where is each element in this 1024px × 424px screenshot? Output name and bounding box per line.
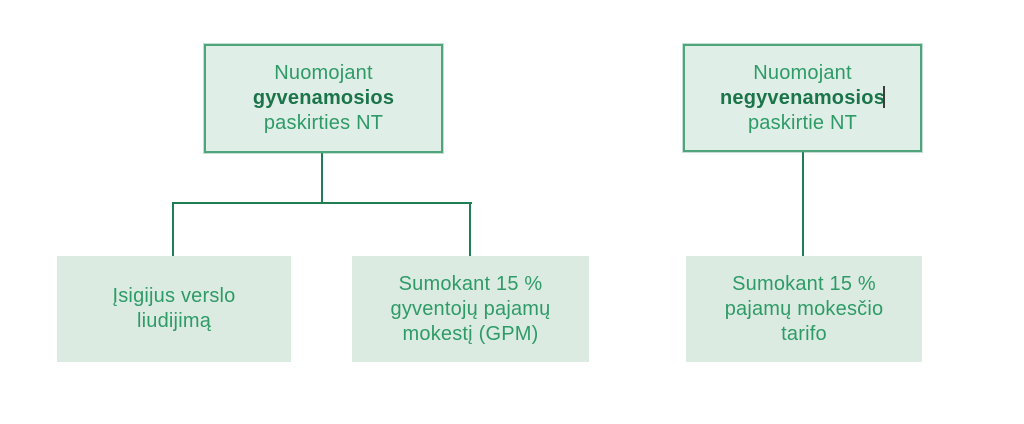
text-cursor [883,85,886,108]
node-text-line: liudijimą [136,310,212,332]
node-text: Sumokant 15 % gyventojų pajamų mokestį (… [352,272,589,347]
node-text: Sumokant 15 % pajamų mokesčio tarifo [686,272,922,347]
node-text: Nuomojant gyvenamosios paskirties NT [206,61,441,136]
node-text-line: pajamų mokesčio [724,297,884,320]
node-sumokant-gpm[interactable]: Sumokant 15 % gyventojų pajamų mokestį (… [352,256,589,362]
node-nuomojant-negyvenamosios[interactable]: Nuomojant negyvenamosios paskirtie NT [683,44,922,152]
node-text-line: Įsigijus verslo [112,285,236,307]
node-text-line: Nuomojant [753,61,852,84]
node-text-line: Sumokant 15 % [398,272,543,295]
connector-left-drop-1 [172,202,174,256]
connector-left-horizontal [172,202,472,204]
node-text-line: paskirtie NT [747,111,858,134]
node-isigijus-verslo-liudijima[interactable]: Įsigijus verslo liudijimą [57,256,291,362]
node-text-line-bold: gyvenamosios [252,87,395,109]
node-text-line: Sumokant 15 % [732,272,876,295]
node-text: Įsigijus verslo liudijimą [57,284,291,334]
node-text: Nuomojant negyvenamosios paskirtie NT [685,61,920,136]
node-text-line: tarifo [781,322,827,345]
node-text-line: mokestį (GPM) [402,322,539,345]
node-text-line-bold: negyvenamosios [719,86,886,109]
connector-left-drop-2 [469,202,471,256]
node-text-line: Nuomojant [274,62,373,84]
connector-right-stem [802,151,804,256]
node-text-line: negyvenamosios [685,85,920,111]
node-nuomojant-gyvenamosios[interactable]: Nuomojant gyvenamosios paskirties NT [204,44,443,153]
connector-left-stem [321,152,323,204]
node-sumokant-pajamu-mokescio-tarifo[interactable]: Sumokant 15 % pajamų mokesčio tarifo [686,256,922,362]
node-text-line: gyventojų pajamų [390,297,551,320]
node-text-line: paskirties NT [263,112,384,134]
